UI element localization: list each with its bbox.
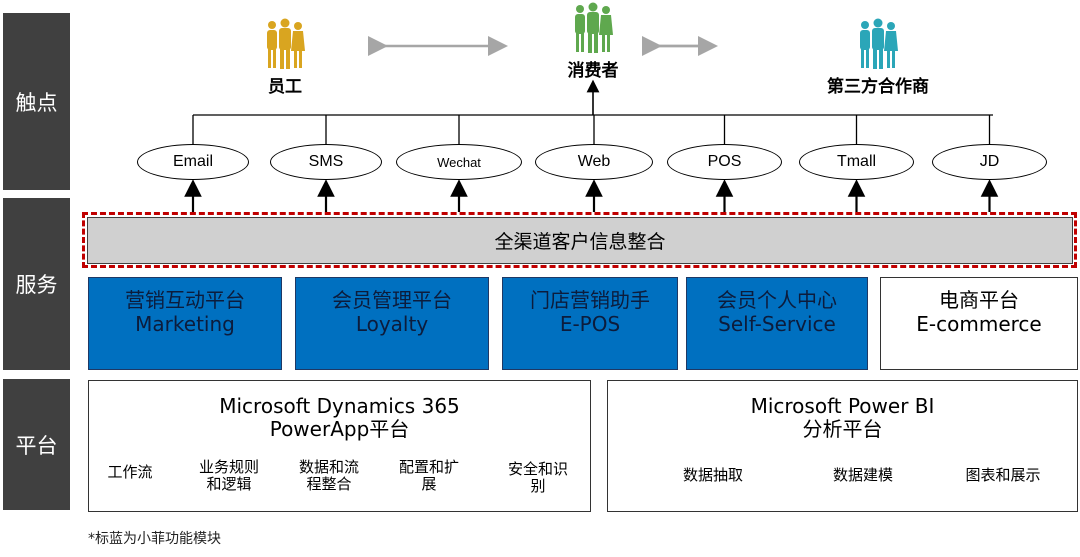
feature-line: 展 <box>421 475 437 493</box>
platform-dynamics365-title-line2: PowerApp平台 <box>269 417 410 441</box>
feature-line: 和逻辑 <box>206 475 252 493</box>
service-ecommerce-cn: 电商平台 <box>939 288 1019 312</box>
service-loyalty[interactable]: 会员管理平台 Loyalty <box>295 277 489 370</box>
persona-consumer: 消费者 <box>553 2 633 81</box>
channel-pos[interactable]: POS <box>667 144 782 180</box>
integration-bar[interactable]: 全渠道客户信息整合 <box>87 217 1073 264</box>
row-label-platform-text: 平台 <box>15 433 58 458</box>
footnote: *标蓝为小菲功能模块 <box>88 531 221 547</box>
feature-charts-display: 图表和展示 <box>948 467 1058 484</box>
feature-line: 数据和流 <box>298 458 359 476</box>
channel-jd[interactable]: JD <box>932 144 1047 180</box>
channel-email-label: Email <box>172 153 213 170</box>
platform-powerbi-title-line1: Microsoft Power BI <box>750 394 935 418</box>
persona-employee: 员工 <box>245 18 325 97</box>
platform-powerbi-title-line2: 分析平台 <box>802 417 883 441</box>
feature-line: 数据建模 <box>832 466 893 484</box>
feature-line: 业务规则 <box>198 458 259 476</box>
platform-powerbi[interactable]: Microsoft Power BI 分析平台 数据抽取 数据建模 图表和展示 <box>607 380 1078 512</box>
feature-line: 数据抽取 <box>682 466 743 484</box>
channel-web[interactable]: Web <box>535 144 653 180</box>
service-marketing[interactable]: 营销互动平台 Marketing <box>88 277 282 370</box>
service-epos-en: E-POS <box>559 312 621 336</box>
persona-employee-label: 员工 <box>268 77 302 97</box>
channel-sms[interactable]: SMS <box>270 144 382 180</box>
persona-consumer-label: 消费者 <box>567 61 619 81</box>
channel-wechat[interactable]: Wechat <box>396 144 522 180</box>
service-epos-cn: 门店营销助手 <box>530 288 650 312</box>
feature-line: 程整合 <box>306 475 352 493</box>
feature-line: 安全和识 <box>507 460 568 478</box>
service-self-service[interactable]: 会员个人中心 Self-Service <box>686 277 868 370</box>
feature-data-modeling: 数据建模 <box>813 467 913 484</box>
persona-partner: 第三方合作商 <box>808 18 948 97</box>
service-marketing-en: Marketing <box>135 312 235 336</box>
row-label-touchpoints: 触点 <box>3 13 70 190</box>
people-group-icon <box>575 2 613 53</box>
platform-dynamics365-title: Microsoft Dynamics 365 PowerApp平台 <box>89 395 590 441</box>
feature-security: 安全和识 别 <box>497 461 579 495</box>
service-epos[interactable]: 门店营销助手 E-POS <box>502 277 678 370</box>
channel-tmall-label: Tmall <box>836 153 877 170</box>
service-loyalty-en: Loyalty <box>355 312 429 336</box>
feature-configuration: 配置和扩 展 <box>389 459 469 493</box>
feature-data-integration: 数据和流 程整合 <box>289 459 369 493</box>
feature-data-extraction: 数据抽取 <box>663 467 763 484</box>
integration-highlight-border <box>82 212 1077 268</box>
channel-pos-label: POS <box>707 153 742 170</box>
row-label-touchpoints-text: 触点 <box>15 90 58 115</box>
row-label-services: 服务 <box>3 198 70 370</box>
service-loyalty-cn: 会员管理平台 <box>332 288 452 312</box>
service-ecommerce[interactable]: 电商平台 E-commerce <box>880 277 1078 370</box>
row-label-platform: 平台 <box>3 379 70 510</box>
channel-tmall[interactable]: Tmall <box>799 144 914 180</box>
feature-line: 图表和展示 <box>965 466 1041 484</box>
persona-partner-label: 第三方合作商 <box>827 77 929 97</box>
channel-email[interactable]: Email <box>137 144 249 180</box>
platform-dynamics365-title-line1: Microsoft Dynamics 365 <box>219 394 460 418</box>
service-marketing-cn: 营销互动平台 <box>125 288 245 312</box>
platform-powerbi-title: Microsoft Power BI 分析平台 <box>608 395 1077 441</box>
feature-line: 工作流 <box>107 463 153 481</box>
people-group-icon <box>267 18 305 69</box>
channel-wechat-label: Wechat <box>437 154 481 170</box>
feature-line: 配置和扩 <box>398 458 459 476</box>
feature-line: 别 <box>530 477 546 495</box>
service-self-service-en: Self-Service <box>718 312 836 336</box>
channel-sms-label: SMS <box>308 153 344 170</box>
channel-web-label: Web <box>577 153 611 170</box>
feature-workflow: 工作流 <box>95 464 165 481</box>
people-group-icon <box>860 18 898 69</box>
channel-jd-label: JD <box>979 153 1000 170</box>
platform-dynamics365[interactable]: Microsoft Dynamics 365 PowerApp平台 工作流 业务… <box>88 380 591 512</box>
service-ecommerce-en: E-commerce <box>916 312 1042 336</box>
service-self-service-cn: 会员个人中心 <box>717 288 837 312</box>
feature-business-rules: 业务规则 和逻辑 <box>189 459 269 493</box>
integration-label: 全渠道客户信息整合 <box>494 231 666 253</box>
row-label-services-text: 服务 <box>15 273 58 297</box>
